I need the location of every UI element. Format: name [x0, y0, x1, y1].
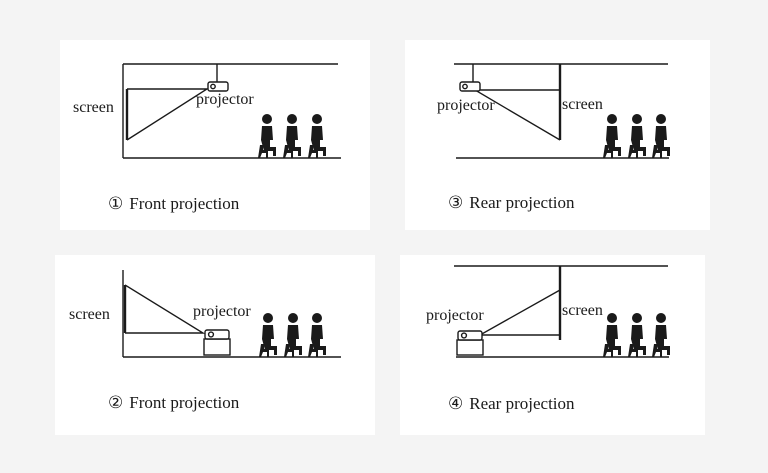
- d2-caption-text: Front projection: [129, 393, 240, 412]
- d4-projector-stand: [456, 339, 484, 356]
- d2-projector-icon: [204, 329, 230, 340]
- diagram-3-drawing: [454, 63, 669, 159]
- d4-projector-icon: [457, 330, 483, 341]
- d3-caption-text: Rear projection: [469, 193, 575, 212]
- d1-beam: [126, 88, 210, 141]
- d4-number: ④: [448, 394, 464, 413]
- d1-projector-icon: [207, 81, 229, 92]
- diagram-1-drawing: [122, 63, 341, 159]
- d2-projector-stand: [203, 338, 231, 356]
- d1-caption: ① Front projection: [108, 195, 239, 212]
- d4-projector-label: projector: [426, 307, 484, 324]
- diagram-4-drawing: [454, 265, 669, 358]
- d3-projector-icon: [459, 81, 481, 92]
- d1-screen-label: screen: [73, 99, 114, 116]
- d2-projector-label: projector: [193, 303, 251, 320]
- d2-number: ②: [108, 393, 124, 412]
- d1-caption-text: Front projection: [129, 194, 240, 213]
- d2-beam: [124, 284, 206, 334]
- d4-screen-label: screen: [562, 302, 603, 319]
- d2-screen-label: screen: [69, 306, 110, 323]
- d3-caption: ③ Rear projection: [448, 194, 575, 211]
- d4-caption: ④ Rear projection: [448, 395, 575, 412]
- d1-number: ①: [108, 194, 124, 213]
- d4-caption-text: Rear projection: [469, 394, 575, 413]
- d3-projector-label: projector: [437, 97, 495, 114]
- d2-caption: ② Front projection: [108, 394, 239, 411]
- d3-number: ③: [448, 193, 464, 212]
- diagram-2-drawing: [122, 270, 341, 358]
- d3-screen-label: screen: [562, 96, 603, 113]
- d1-projector-label: projector: [196, 91, 254, 108]
